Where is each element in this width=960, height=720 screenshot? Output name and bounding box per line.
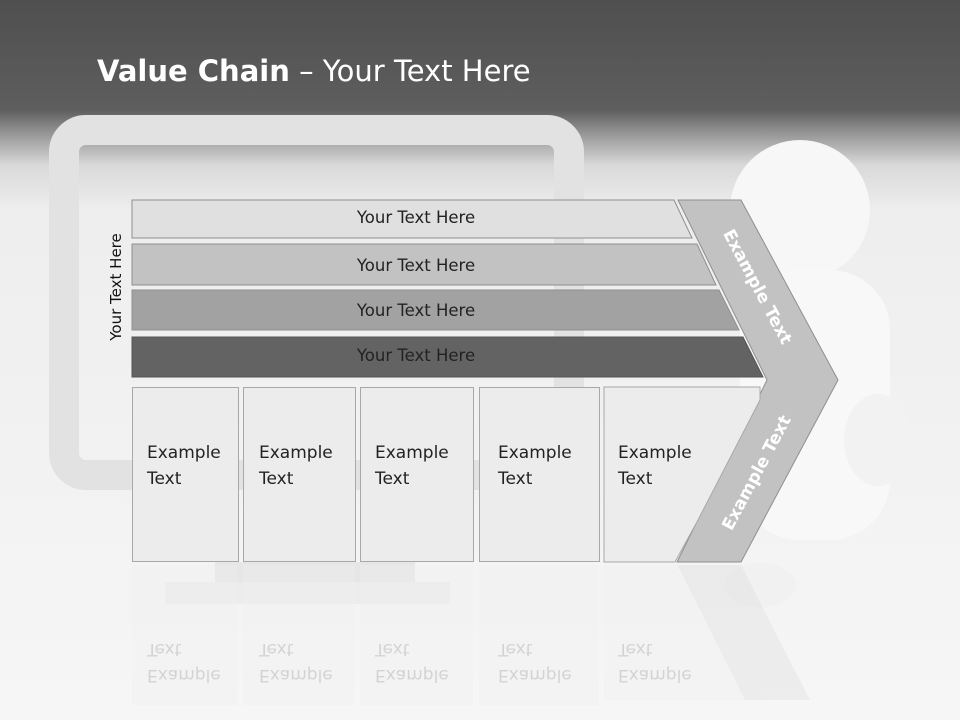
activity-label-reflection: Example Text	[498, 639, 572, 685]
page-title: Value Chain – Your Text Here	[97, 54, 531, 88]
bar-label: Your Text Here	[356, 208, 476, 227]
activity-label-reflection: Example Text	[618, 639, 692, 685]
support-bar	[131, 199, 693, 239]
reflection	[132, 565, 810, 705]
activity-box	[132, 387, 239, 562]
activity-label: Example Text	[147, 443, 221, 489]
activity-label-reflection: Example Text	[147, 639, 221, 685]
activity-label: Example Text	[259, 443, 333, 489]
activity-box	[243, 387, 356, 562]
monitor-base	[165, 582, 450, 604]
bar-label: Your Text Here	[356, 256, 476, 275]
figure-foot	[724, 563, 796, 607]
activity-label-reflection: Example Text	[375, 639, 449, 685]
activity-box	[479, 387, 600, 562]
activity-label: Example Text	[498, 443, 572, 489]
support-bar	[131, 243, 717, 286]
support-bar	[131, 336, 764, 378]
activity-label: Example Text	[618, 443, 692, 489]
figure-arm	[844, 394, 912, 486]
activity-label-reflection: Example Text	[259, 639, 333, 685]
support-bar	[131, 289, 740, 331]
bar-label: Your Text Here	[356, 346, 476, 365]
value-chevron	[676, 199, 839, 563]
figure-foot	[787, 560, 883, 610]
activity-box	[360, 387, 474, 562]
title-rest: – Your Text Here	[289, 54, 531, 88]
bar-label: Your Text Here	[356, 301, 476, 320]
activity-label: Example Text	[375, 443, 449, 489]
monitor-stand	[215, 562, 415, 582]
activity-box-last	[603, 386, 761, 563]
title-bold: Value Chain	[97, 54, 290, 88]
